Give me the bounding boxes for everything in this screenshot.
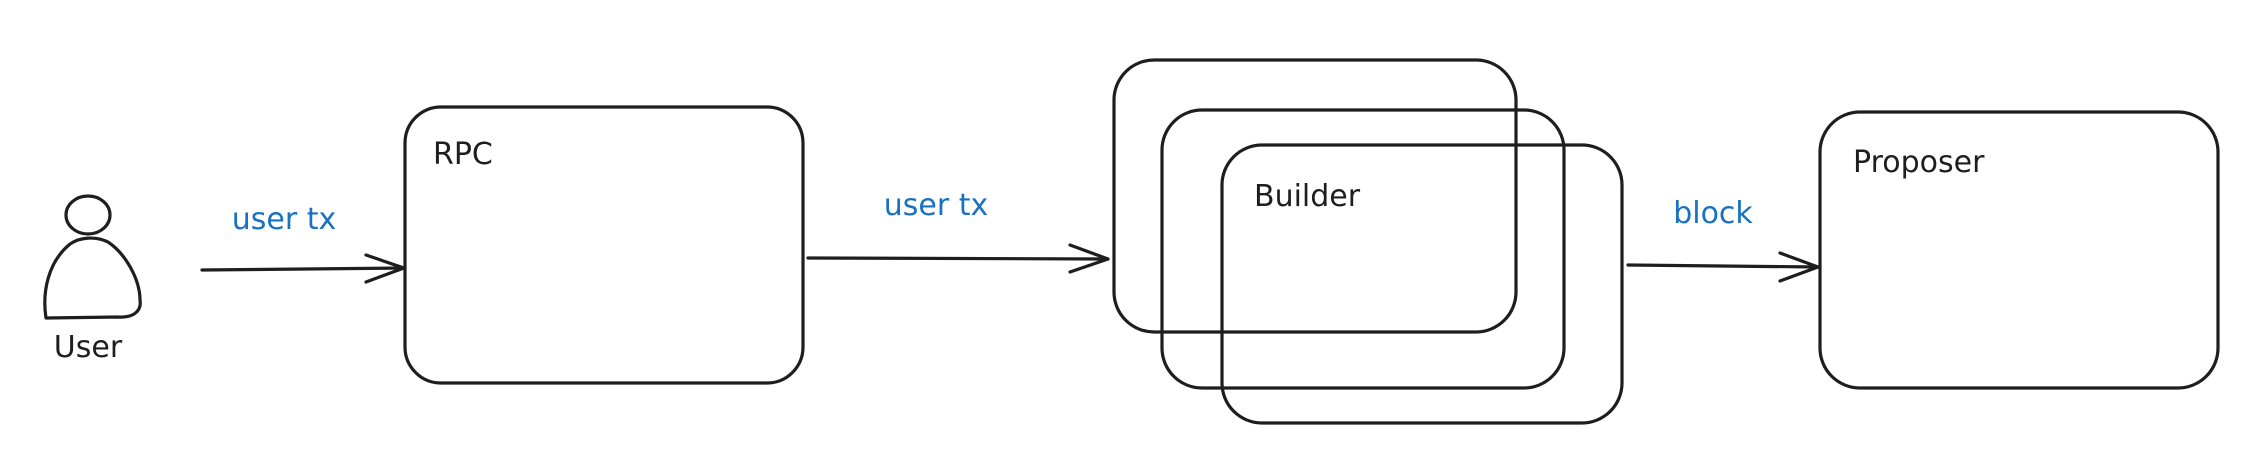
proposer-node[interactable]: Proposer	[1818, 110, 2220, 390]
builder-box-back	[1112, 58, 1518, 334]
user-head-icon	[64, 194, 112, 236]
edge-builder-to-proposer-line	[1626, 263, 1820, 269]
rpc-node[interactable]: RPC	[403, 105, 805, 385]
proposer-box	[1818, 110, 2220, 390]
user-label: User	[54, 330, 123, 365]
builder-box-middle	[1160, 108, 1566, 390]
edge-builder-to-proposer[interactable]: block	[1626, 196, 1820, 283]
edge-user-to-rpc-line	[200, 266, 406, 272]
arrow-head-icon	[1068, 243, 1110, 274]
edge-user-to-rpc-label: user tx	[232, 202, 337, 237]
builder-label: Builder	[1254, 179, 1361, 214]
user-actor[interactable]: User	[43, 194, 142, 365]
edge-rpc-to-builder-label: user tx	[884, 188, 989, 223]
rpc-box	[403, 105, 805, 385]
user-body-icon	[43, 236, 142, 320]
rpc-label: RPC	[433, 137, 493, 172]
edge-user-to-rpc[interactable]: user tx	[200, 202, 406, 284]
edge-builder-to-proposer-label: block	[1673, 196, 1753, 231]
edge-rpc-to-builder[interactable]: user tx	[806, 188, 1110, 274]
arrow-head-icon	[1778, 251, 1820, 283]
builder-node[interactable]: Builder	[1112, 58, 1624, 425]
proposer-label: Proposer	[1853, 145, 1985, 180]
edge-rpc-to-builder-line	[806, 256, 1110, 261]
builder-box-front	[1220, 143, 1624, 425]
